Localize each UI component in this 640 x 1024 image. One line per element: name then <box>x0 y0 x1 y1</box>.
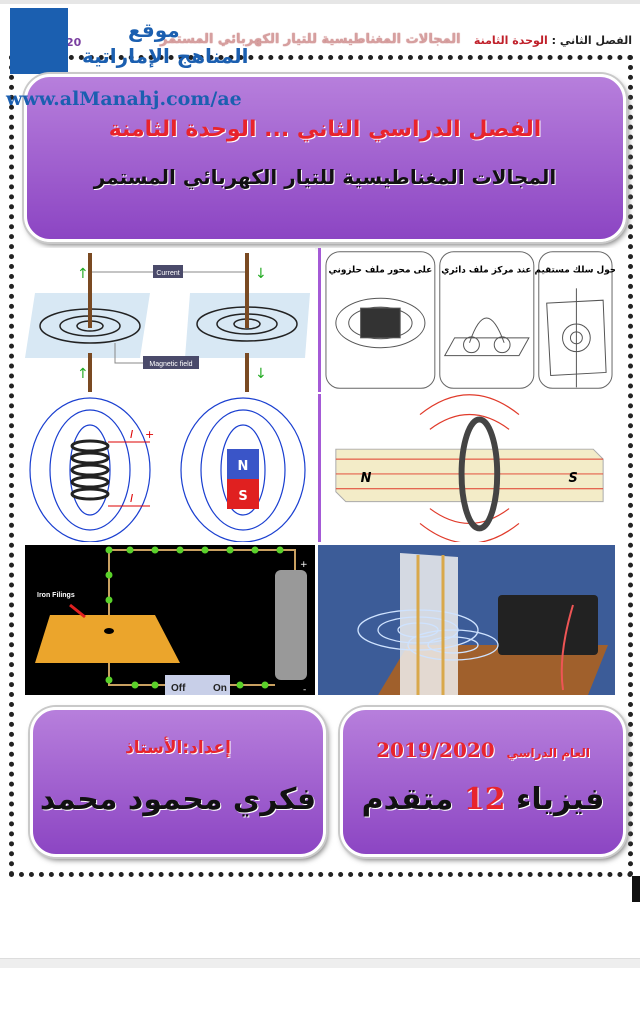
logo-text-1: موقع <box>128 18 180 42</box>
header-topic: المجالات المغناطيسية للتيار الكهربائي ال… <box>160 32 461 47</box>
academic-year: 2019/2020 <box>376 738 495 762</box>
loop-magnet-image: N S <box>318 394 615 542</box>
title-line-1: الفصل الدراسي الثاني ... الوحدة الثامنة <box>108 117 542 142</box>
plus-label: + <box>145 428 154 441</box>
year-label: العام الدراسي <box>506 746 590 760</box>
arrow-up-icon: ↑ <box>77 366 89 382</box>
edge-mark <box>632 876 640 902</box>
iron-filings-label: Iron Filings <box>37 592 75 599</box>
field-diagrams-image: على محور ملف حلزوني عند مركز ملف دائري ح… <box>318 248 615 392</box>
south-label: S <box>238 489 247 504</box>
title-line-2: المجالات المغناطيسية للتيار الكهربائي ال… <box>93 165 557 189</box>
solenoid-label: على محور ملف حلزوني <box>329 265 433 275</box>
header-semester: الفصل الثاني : <box>551 34 632 47</box>
author-name: فكري محمود محمد <box>39 782 317 817</box>
north-label: N <box>238 459 249 474</box>
author-box: إعداد:الأستاذ فكري محمود محمد <box>30 707 326 857</box>
minus-label: - <box>303 685 306 695</box>
arrow-down-icon: ↓ <box>255 366 267 382</box>
logo-square <box>10 8 68 74</box>
off-label: Off <box>171 683 186 694</box>
iron-filings-image: Iron Filings + - Off On <box>25 545 315 695</box>
plane-left <box>25 293 150 358</box>
grade: 12 <box>463 782 506 817</box>
magnetic-field-label: Magnetic field <box>149 361 192 368</box>
logo-text-2: المناهج الإماراتية <box>82 44 249 68</box>
subject: فيزياء <box>515 782 605 817</box>
on-label: On <box>213 683 227 694</box>
current-i-label-2: I <box>130 492 133 505</box>
arrow-up-icon: ↑ <box>77 266 89 282</box>
level: متقدم <box>361 782 454 817</box>
plus-label: + <box>300 560 308 570</box>
north-label: N <box>361 471 372 486</box>
straight-wire-label: حول سلك مستقيم <box>535 265 615 275</box>
title-box: الفصل الدراسي الثاني ... الوحدة الثامنة … <box>24 74 626 242</box>
header-unit: الفصل الثاني : الوحدة الثامنة <box>474 34 632 47</box>
year-row: العام الدراسي 2019/2020 <box>343 738 623 762</box>
solenoid-magnet-image: I + I N S <box>25 394 315 542</box>
header-unit-name: الوحدة الثامنة <box>473 34 548 47</box>
page-separator <box>0 958 640 968</box>
loop-label: عند مركز ملف دائري <box>441 265 531 275</box>
top-bar <box>0 0 640 4</box>
arrow-down-icon: ↓ <box>255 266 267 282</box>
watermark-url[interactable]: www.alManahj.com/ae <box>6 88 242 110</box>
wire-circuit-3d-image <box>318 545 615 695</box>
wire-field-image: Current Magnetic field ↑ ↑ ↓ ↓ <box>25 248 315 392</box>
page-border <box>9 55 633 877</box>
page-number: 20 <box>66 36 82 49</box>
south-label: S <box>568 471 577 486</box>
subject-row: فيزياء 12 متقدم <box>343 782 623 817</box>
current-label: Current <box>156 270 179 277</box>
current-i-label: I <box>130 428 133 441</box>
course-box: العام الدراسي 2019/2020 فيزياء 12 متقدم <box>340 707 626 857</box>
author-label: إعداد:الأستاذ <box>125 738 231 758</box>
